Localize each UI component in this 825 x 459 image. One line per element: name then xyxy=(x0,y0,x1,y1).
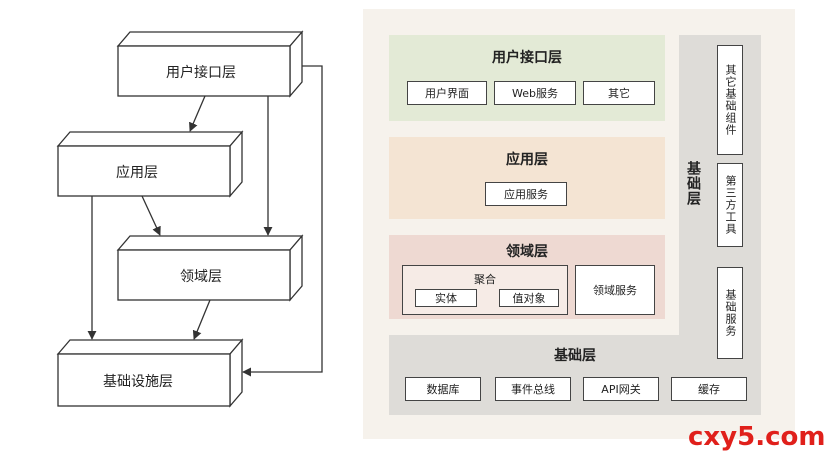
arrow-ui-to-app xyxy=(189,95,206,132)
diagram-shapes xyxy=(56,30,323,408)
aggregate-title: 聚合 xyxy=(474,273,496,286)
side-item-base-service: 基础服务 xyxy=(717,267,743,359)
ui-item-user-interface: 用户界面 xyxy=(407,81,487,105)
application-layer: 应用层 应用服务 xyxy=(389,137,665,219)
ui-layer: 用户接口层 用户界面 Web服务 其它 xyxy=(389,35,665,121)
label-application-layer: 应用层 xyxy=(116,165,158,181)
domain-layer-title: 领域层 xyxy=(506,244,548,260)
base-layer: 基础层 数据库 事件总线 API网关 缓存 xyxy=(389,335,761,415)
ui-layer-title: 用户接口层 xyxy=(492,50,562,66)
side-item-third-party-tools: 第三方工具 xyxy=(717,163,743,247)
aggregate-item-entity: 实体 xyxy=(415,289,477,307)
arrow-domain-to-infra xyxy=(192,299,211,340)
box-application xyxy=(56,130,244,198)
label-infrastructure-layer: 基础设施层 xyxy=(103,374,173,390)
arrow-app-to-domain xyxy=(141,195,161,236)
application-layer-title: 应用层 xyxy=(506,152,548,168)
box-infrastructure xyxy=(56,338,244,408)
side-item-other-components: 其它基础组件 xyxy=(717,45,743,155)
ui-item-other: 其它 xyxy=(583,81,655,105)
ddd-layer-panel: 用户接口层 用户界面 Web服务 其它 应用层 应用服务 领域层 聚合 实体 值… xyxy=(363,9,795,439)
arrow-ui-to-infra xyxy=(242,65,323,377)
domain-layer: 领域层 聚合 实体 值对象 领域服务 xyxy=(389,235,665,319)
base-layer-side-title: 基础层 xyxy=(685,161,701,206)
watermark: cxy5.com xyxy=(688,422,825,452)
base-layer-side: 基础层 其它基础组件 第三方工具 基础服务 xyxy=(679,35,761,359)
domain-service: 领域服务 xyxy=(575,265,655,315)
label-user-interface-layer: 用户接口层 xyxy=(166,65,236,81)
box-user-interface xyxy=(116,30,304,98)
base-layer-title: 基础层 xyxy=(554,348,596,364)
layered-architecture-diagram: 用户接口层 应用层 领域层 基础设施层 xyxy=(0,0,345,459)
ui-item-web-service: Web服务 xyxy=(494,81,576,105)
app-item-application-service: 应用服务 xyxy=(485,182,567,206)
base-item-cache: 缓存 xyxy=(671,377,747,401)
label-domain-layer: 领域层 xyxy=(180,269,222,285)
aggregate-box: 聚合 实体 值对象 xyxy=(402,265,568,315)
base-item-database: 数据库 xyxy=(405,377,481,401)
base-item-event-bus: 事件总线 xyxy=(495,377,571,401)
base-item-api-gateway: API网关 xyxy=(583,377,659,401)
aggregate-item-value-object: 值对象 xyxy=(499,289,559,307)
box-domain xyxy=(116,234,304,302)
